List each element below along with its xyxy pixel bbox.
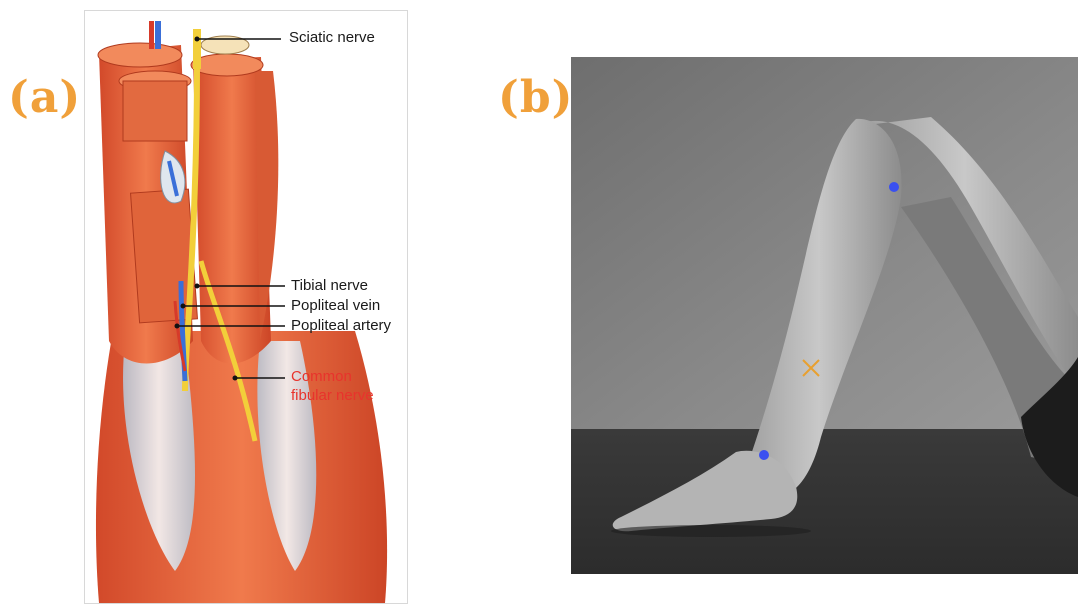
leader-tibial-dot [195, 284, 200, 289]
lower-marker-dot [759, 450, 769, 460]
leg-photo [571, 57, 1078, 574]
label-sciatic-nerve: Sciatic nerve [289, 29, 375, 46]
leader-fibular-dot [233, 376, 238, 381]
leg-photo-panel [571, 57, 1078, 574]
muscle-cut-3 [191, 54, 263, 76]
label-common-fibular-line2: fibular nerve [291, 386, 374, 405]
label-common-fibular-nerve: Common fibular nerve [291, 367, 374, 405]
leader-sciatic-dot [195, 37, 200, 42]
leader-artery-dot [175, 324, 180, 329]
upper-marker-dot [889, 182, 899, 192]
panel-a-label: (a) [8, 72, 81, 123]
floor-mat [571, 429, 1078, 574]
label-common-fibular-line1: Common [291, 367, 374, 386]
leader-vein-dot [181, 304, 186, 309]
panel-b-label: (b) [498, 72, 573, 123]
muscle-block [123, 81, 187, 141]
vein-top [155, 21, 161, 49]
anatomy-illustration-panel: Sciatic nerve Tibial nerve Popliteal vei… [84, 10, 408, 604]
label-popliteal-vein: Popliteal vein [291, 297, 380, 314]
sciatic-nerve-trunk [193, 29, 201, 69]
foot-shadow [611, 525, 811, 537]
label-tibial-nerve: Tibial nerve [291, 277, 368, 294]
muscle-cut-1 [98, 43, 182, 67]
label-popliteal-artery: Popliteal artery [291, 317, 391, 334]
artery-top [149, 21, 154, 49]
